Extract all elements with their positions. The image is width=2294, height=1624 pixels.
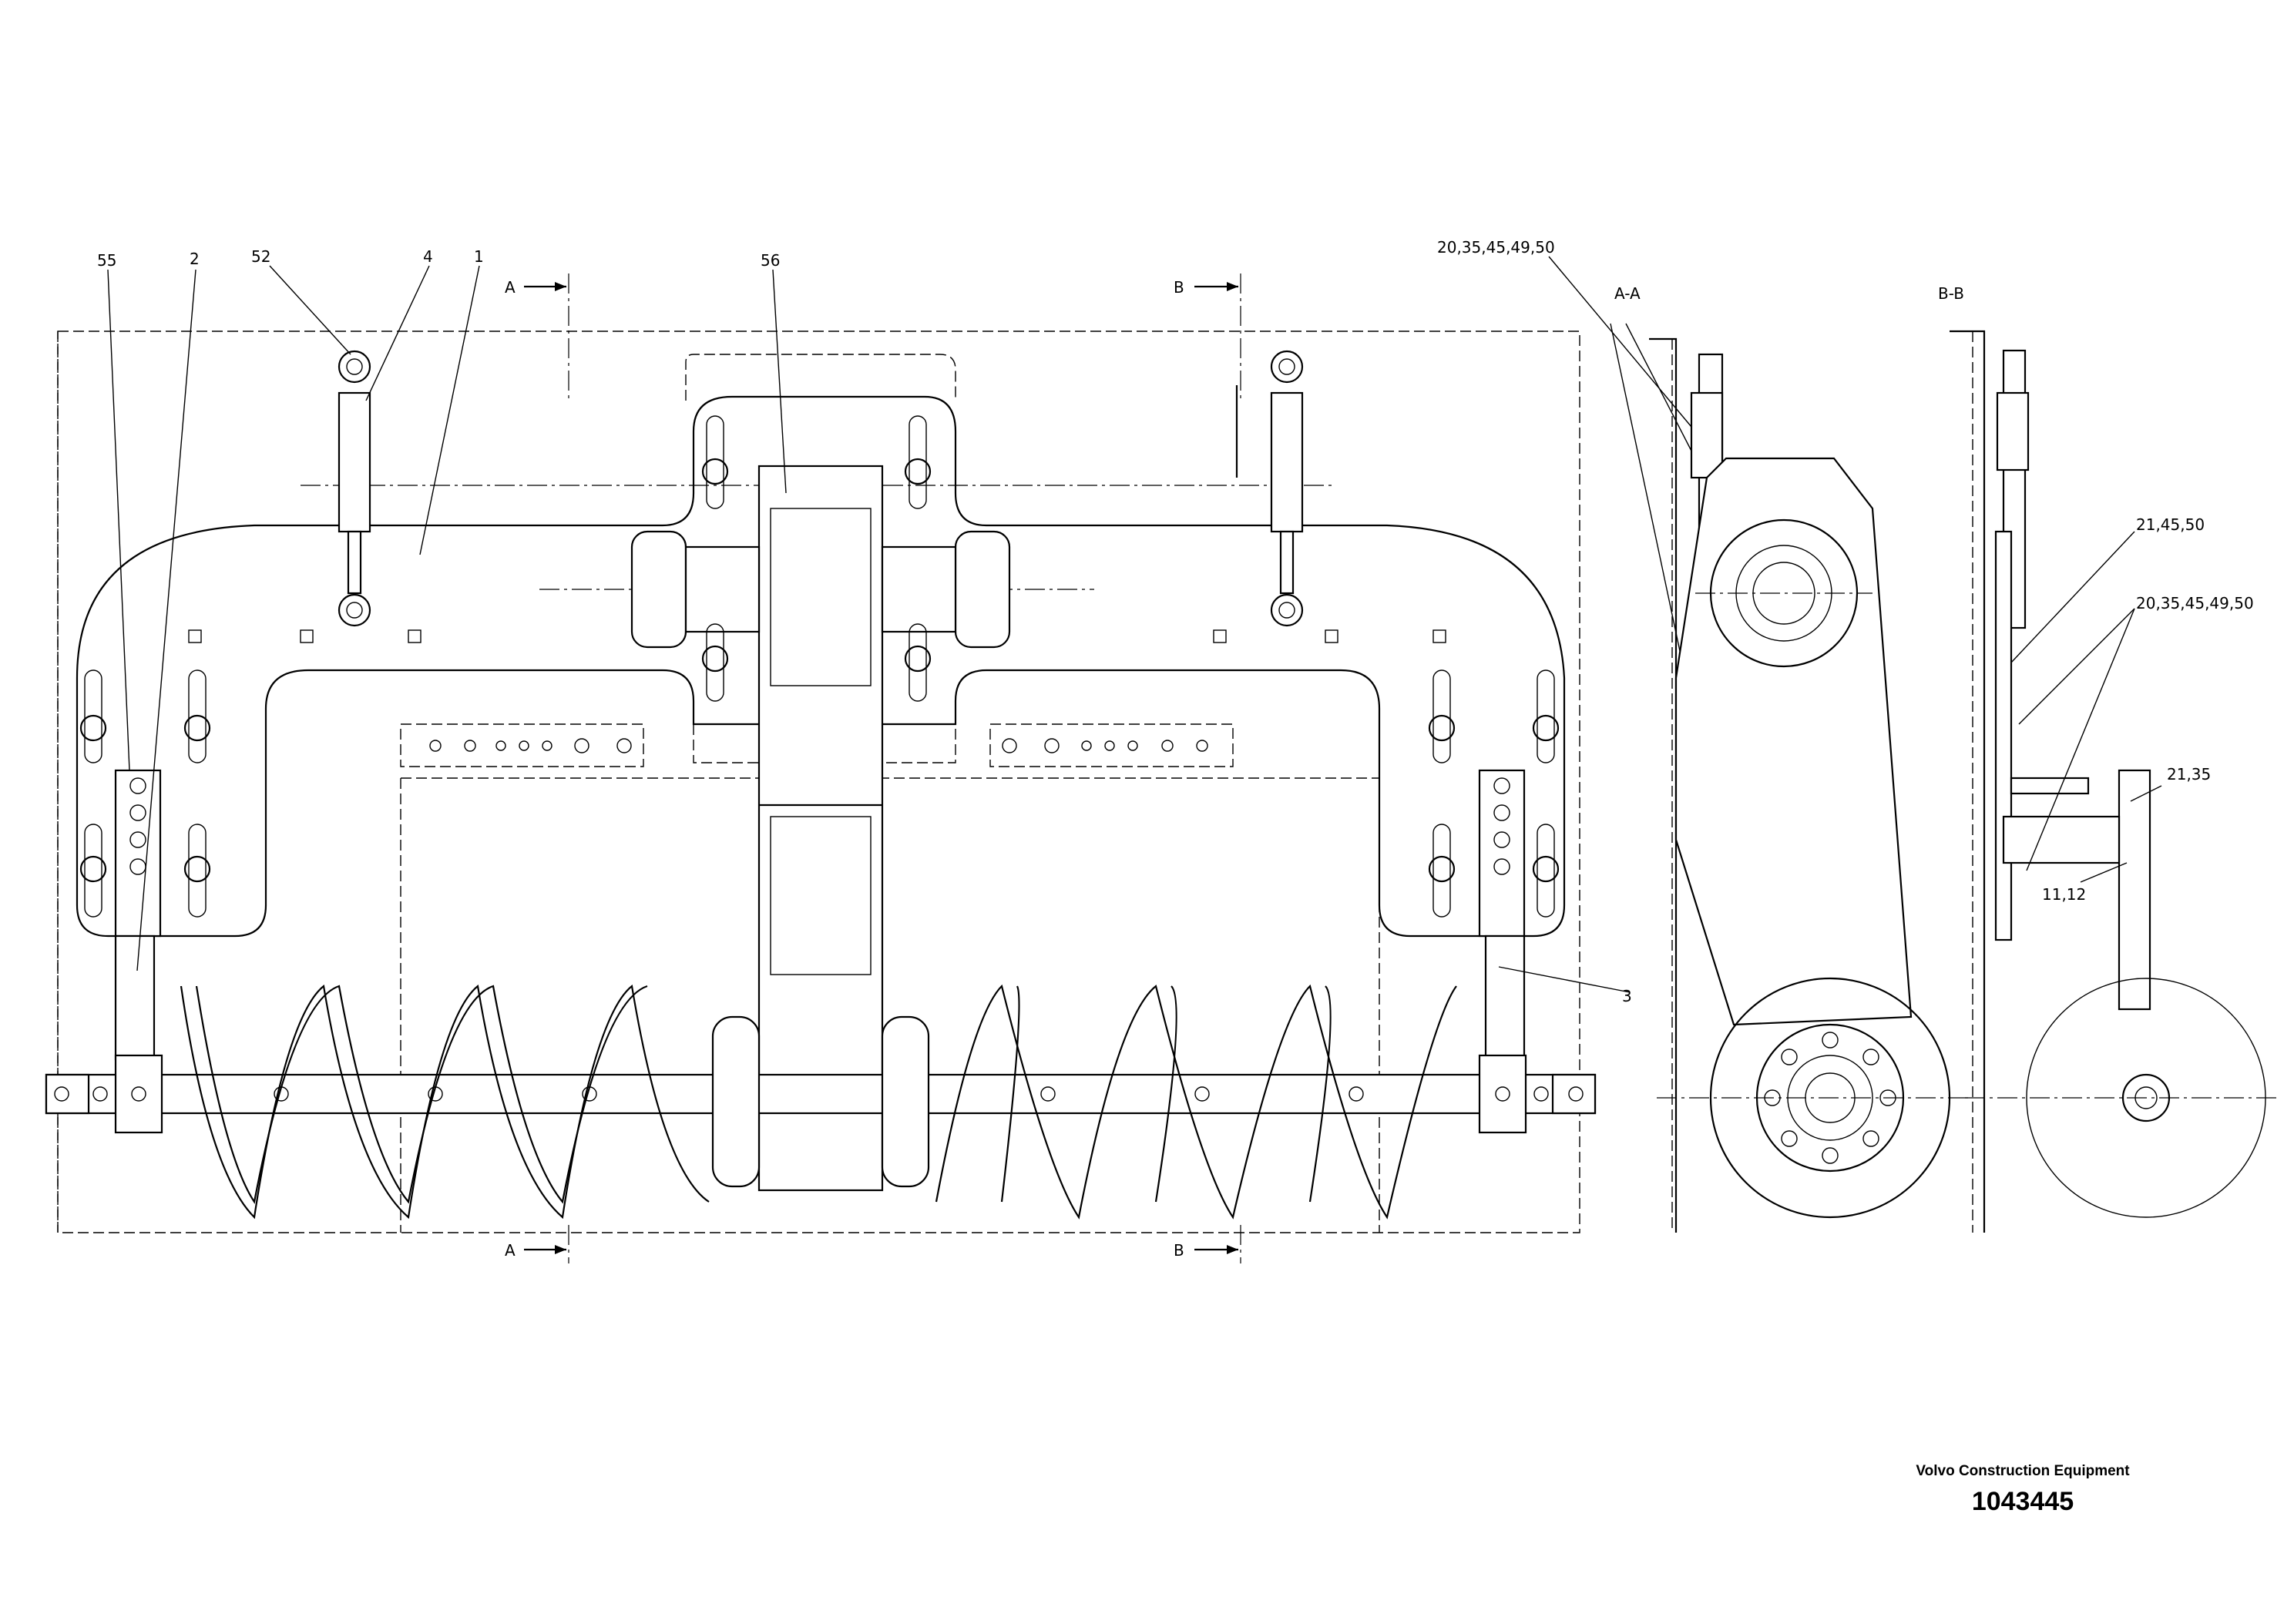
auger-shaft	[45, 1073, 1597, 1115]
section-b-bottom-label: B	[1174, 1241, 1184, 1260]
main-frame	[76, 395, 1566, 938]
gear-drum-left	[711, 1015, 761, 1188]
section-view-aa: A-A 20,35,45,49,50	[1437, 238, 1973, 1233]
title-block: Volvo Construction Equipment 1043445	[1896, 1462, 2150, 1517]
callout-2: 2	[190, 250, 200, 268]
callout-bb-d: 11,12	[2042, 885, 2086, 904]
callout-bb-b: 20,35,45,49,50	[2136, 594, 2254, 612]
slot-clamps	[79, 415, 1560, 918]
side-plate-right	[1478, 769, 1526, 938]
view-aa-title: A-A	[1614, 284, 1641, 303]
side-plate-left	[114, 769, 162, 938]
section-a-bottom-label: A	[505, 1241, 516, 1260]
front-view: A A B B 55 2 52 4 1 56 3	[45, 247, 1632, 1263]
hub-left	[630, 530, 687, 649]
section-b-top-label: B	[1174, 278, 1184, 297]
callout-bb-c: 21,35	[2167, 765, 2211, 783]
drawing-number: 1043445	[1971, 1487, 2074, 1516]
auger-flights	[180, 984, 1457, 1220]
gear-drum-right	[881, 1015, 930, 1188]
cylinder-left	[338, 350, 371, 627]
centre-column	[757, 465, 884, 1192]
callout-bb-a: 21,45,50	[2136, 515, 2205, 534]
section-a-top-label: A	[505, 278, 516, 297]
callout-aa-group: 20,35,45,49,50	[1437, 238, 1555, 257]
section-cut-b: B B	[1174, 273, 1241, 1263]
callout-3: 3	[1622, 987, 1632, 1005]
callout-52: 52	[251, 247, 270, 266]
callout-1: 1	[474, 247, 484, 266]
view-bb-title: B-B	[1938, 284, 1964, 303]
callout-4: 4	[423, 247, 433, 266]
section-cut-a: A A	[505, 273, 569, 1263]
cylinder-right	[1235, 350, 1304, 627]
section-view-bb: B-B 21,45,50 20,35,45,49,50 21,35 11,12	[1938, 284, 2281, 1233]
callout-55: 55	[97, 251, 116, 270]
hub-right	[954, 530, 1011, 649]
brand-name: Volvo Construction Equipment	[1916, 1463, 2130, 1479]
callout-56: 56	[761, 251, 780, 270]
leader-lines	[107, 265, 1631, 993]
